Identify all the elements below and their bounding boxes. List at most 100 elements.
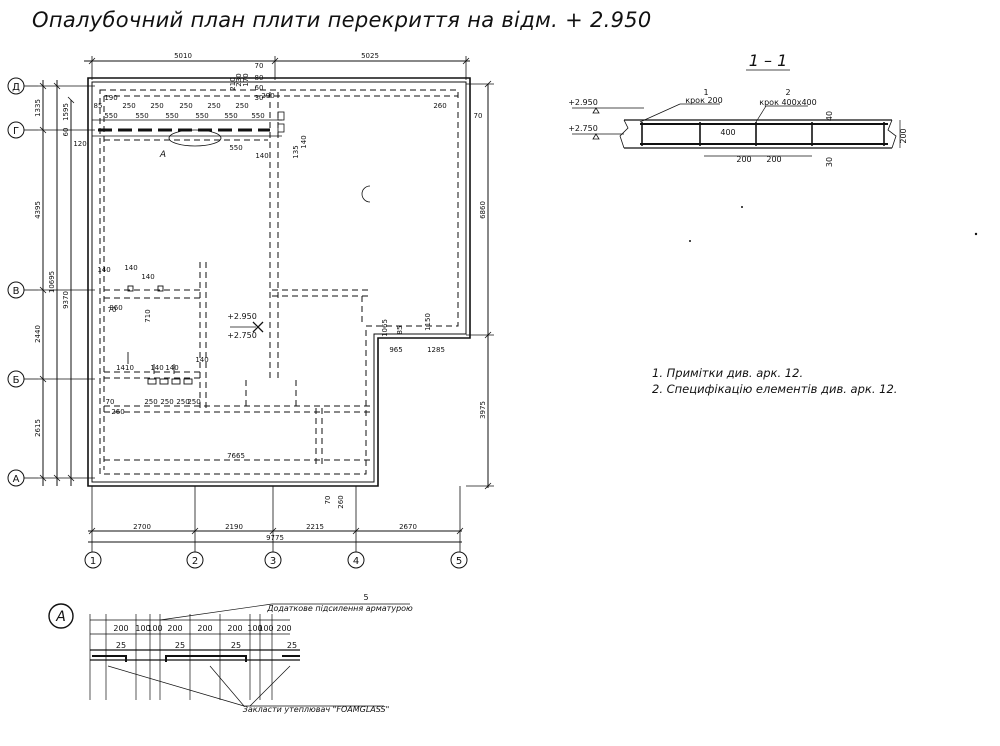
dim-mid-5: 960 (109, 304, 122, 312)
dim-mid-10: 140 (195, 356, 208, 364)
dim-left-small-1: 1595 (62, 103, 70, 121)
detail-dim-7: 100 (247, 624, 262, 633)
dim-strip-row-5: 550 (224, 112, 237, 120)
dim-midr-2: 85 (396, 326, 404, 335)
axis-bubble-col-4 (347, 551, 365, 569)
dim-bottom-1: 2700 (133, 523, 151, 531)
axis-label-col-2: 2 (192, 556, 198, 567)
dim-right-2: 3975 (479, 401, 487, 419)
section-dim-400: 400 (720, 128, 735, 137)
dim-strip-11: 70 (255, 62, 264, 70)
dim-bottom-2: 2190 (225, 523, 243, 531)
dim-strip-misc-5: 70 (474, 112, 483, 120)
axis-label-col-4: 4 (353, 556, 359, 567)
section-1-1 (572, 69, 901, 157)
dim-strip-14: 210 (229, 77, 237, 90)
dim-left-total: 10695 (48, 271, 56, 293)
detail-dim-9: 200 (276, 624, 291, 633)
section-callout2-text: крок 400х400 (759, 98, 816, 107)
dim-bottom-4: 2670 (399, 523, 417, 531)
dim-left-small-2: 60 (62, 128, 70, 137)
dim-midr-4: 965 (389, 346, 402, 354)
section-dim-40: 40 (825, 111, 834, 121)
dim-left-4: 2615 (34, 419, 42, 437)
detail-ref-label: А (159, 150, 166, 160)
detail-callout-text: Додаткове підсилення арматурою (266, 604, 413, 613)
dim-right-1: 6860 (479, 201, 487, 219)
dim-left-1: 1335 (34, 99, 42, 117)
detail-a (48, 603, 410, 707)
detail-label: А (55, 609, 66, 625)
detail-small-1: 25 (116, 641, 126, 650)
dim-mid-13: 250 (176, 398, 189, 406)
axis-bubble-col-5 (450, 551, 468, 569)
detail-dim-3: 100 (147, 624, 162, 633)
elev-top-plan: +2.950 (227, 312, 257, 321)
dim-strip-4: 250 (150, 102, 163, 110)
detail-dim-5: 200 (197, 624, 212, 633)
section-dim-200a: 200 (736, 155, 751, 164)
dim-mid-4: 70 (108, 306, 117, 314)
dim-strip-row-1: 550 (104, 112, 117, 120)
dim-midr-1: 1065 (381, 319, 389, 337)
dim-corner-1: 70 (324, 496, 332, 505)
dim-mid-3: 140 (141, 273, 154, 281)
dim-left-inner-total: 9370 (62, 291, 70, 309)
dim-midr-5: 1285 (427, 346, 445, 354)
dim-strip-7: 250 (235, 102, 248, 110)
dim-mid-1: 140 (97, 266, 110, 274)
dim-strip-6: 250 (207, 102, 220, 110)
slab-outline-inner (91, 81, 467, 483)
dim-mid-14: 250 (187, 398, 200, 406)
dim-strip-row-6: 550 (251, 112, 264, 120)
axis-label-col-1: 1 (90, 556, 96, 567)
axis-label-row-d: Д (12, 82, 20, 93)
section-dim-30: 30 (825, 157, 834, 167)
dim-strip-13: 30 (255, 94, 264, 102)
dim-strip-2: 85 (94, 102, 103, 110)
dim-midr-3: 1150 (424, 313, 432, 331)
detail-dim-1: 200 (113, 624, 128, 633)
dim-mid-11: 250 (144, 398, 157, 406)
dim-strip-misc-3: 140 (255, 152, 268, 160)
dim-mid-2: 140 (124, 264, 137, 272)
detail-dim-8: 100 (258, 624, 273, 633)
detail-dim-2: 100 (135, 624, 150, 633)
axis-label-row-g: Г (13, 126, 19, 137)
axis-label-row-v: В (13, 286, 20, 297)
dim-strip-12: 60 (255, 84, 264, 92)
dim-bottom-3: 2215 (306, 523, 324, 531)
dim-strip-misc-6: 135 (292, 145, 300, 158)
dim-strip-misc-2: 550 (229, 144, 242, 152)
detail-callout-num: 5 (363, 593, 368, 602)
dim-left-3: 2440 (34, 325, 42, 343)
dim-strip-misc-4: 260 (433, 102, 446, 110)
axis-label-col-3: 3 (270, 556, 276, 567)
axis-bubble-col-2 (186, 551, 204, 569)
section-callout1-num: 1 (703, 88, 708, 97)
dim-mid-16: 260 (111, 408, 124, 416)
note-1: 1. Примітки див. арк. 12. (652, 366, 804, 380)
dim-strip-8: 290 (261, 92, 274, 100)
dim-strip-10: 170 (242, 73, 250, 86)
dim-mid-7: 1410 (116, 364, 134, 372)
drawing-title: Опалубочний план плити перекриття на від… (32, 8, 652, 32)
openings (127, 285, 193, 385)
dim-strip-misc-7: 140 (300, 135, 308, 148)
detail-small-4: 25 (287, 641, 297, 650)
detail-small-3: 25 (231, 641, 241, 650)
axis-label-row-a: А (13, 474, 20, 485)
dim-strip-5: 250 (179, 102, 192, 110)
section-label: 1 – 1 (749, 51, 788, 70)
dim-strip-row-3: 550 (165, 112, 178, 120)
dim-strip-9: 230 (235, 73, 243, 86)
hidden-walls (99, 89, 459, 475)
section-dim-height: 200 (899, 128, 908, 143)
dim-top-left: 5010 (174, 52, 192, 60)
dim-top-right: 5025 (361, 52, 379, 60)
dim-strip-15: 80 (255, 74, 264, 82)
section-callout1-text: крок 200 (685, 96, 722, 105)
detail-dim-6: 200 (227, 624, 242, 633)
section-elev-bottom: +2.750 (568, 124, 598, 133)
